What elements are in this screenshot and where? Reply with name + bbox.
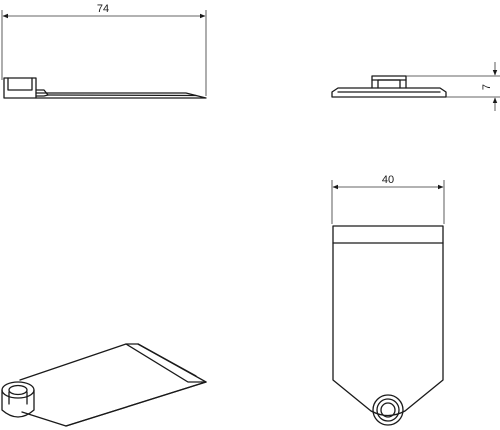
dimension-7-label: 7 — [481, 84, 493, 90]
iso-plate-edge-inner — [125, 343, 207, 383]
hole-inner — [380, 402, 396, 418]
iso-boss-side — [1, 389, 35, 418]
isometric-view — [1, 343, 207, 427]
boss-bore — [377, 79, 401, 89]
iso-boss-top — [1, 381, 35, 399]
iso-plate-bevel — [137, 343, 197, 377]
hole-mid — [376, 398, 400, 422]
front-view-right: 7 — [331, 62, 500, 111]
dimension-40-label: 40 — [382, 174, 394, 186]
iso-plate-top — [19, 343, 207, 427]
iso-boss-bore-walls — [8, 391, 28, 405]
tag-outline — [332, 225, 444, 417]
boss-profile — [3, 77, 37, 99]
iso-boss-bore — [8, 384, 28, 396]
iso-plate-front — [65, 381, 207, 427]
top-view-right: 40 — [331, 174, 445, 426]
dimension-74-label: 74 — [97, 3, 109, 15]
side-view-left: 74 — [1, 3, 207, 99]
base-plate — [331, 87, 447, 98]
tag-plate-edge — [47, 94, 197, 97]
boss-outline — [371, 75, 407, 89]
hole-outer — [372, 394, 404, 426]
boss-inner — [7, 77, 33, 91]
